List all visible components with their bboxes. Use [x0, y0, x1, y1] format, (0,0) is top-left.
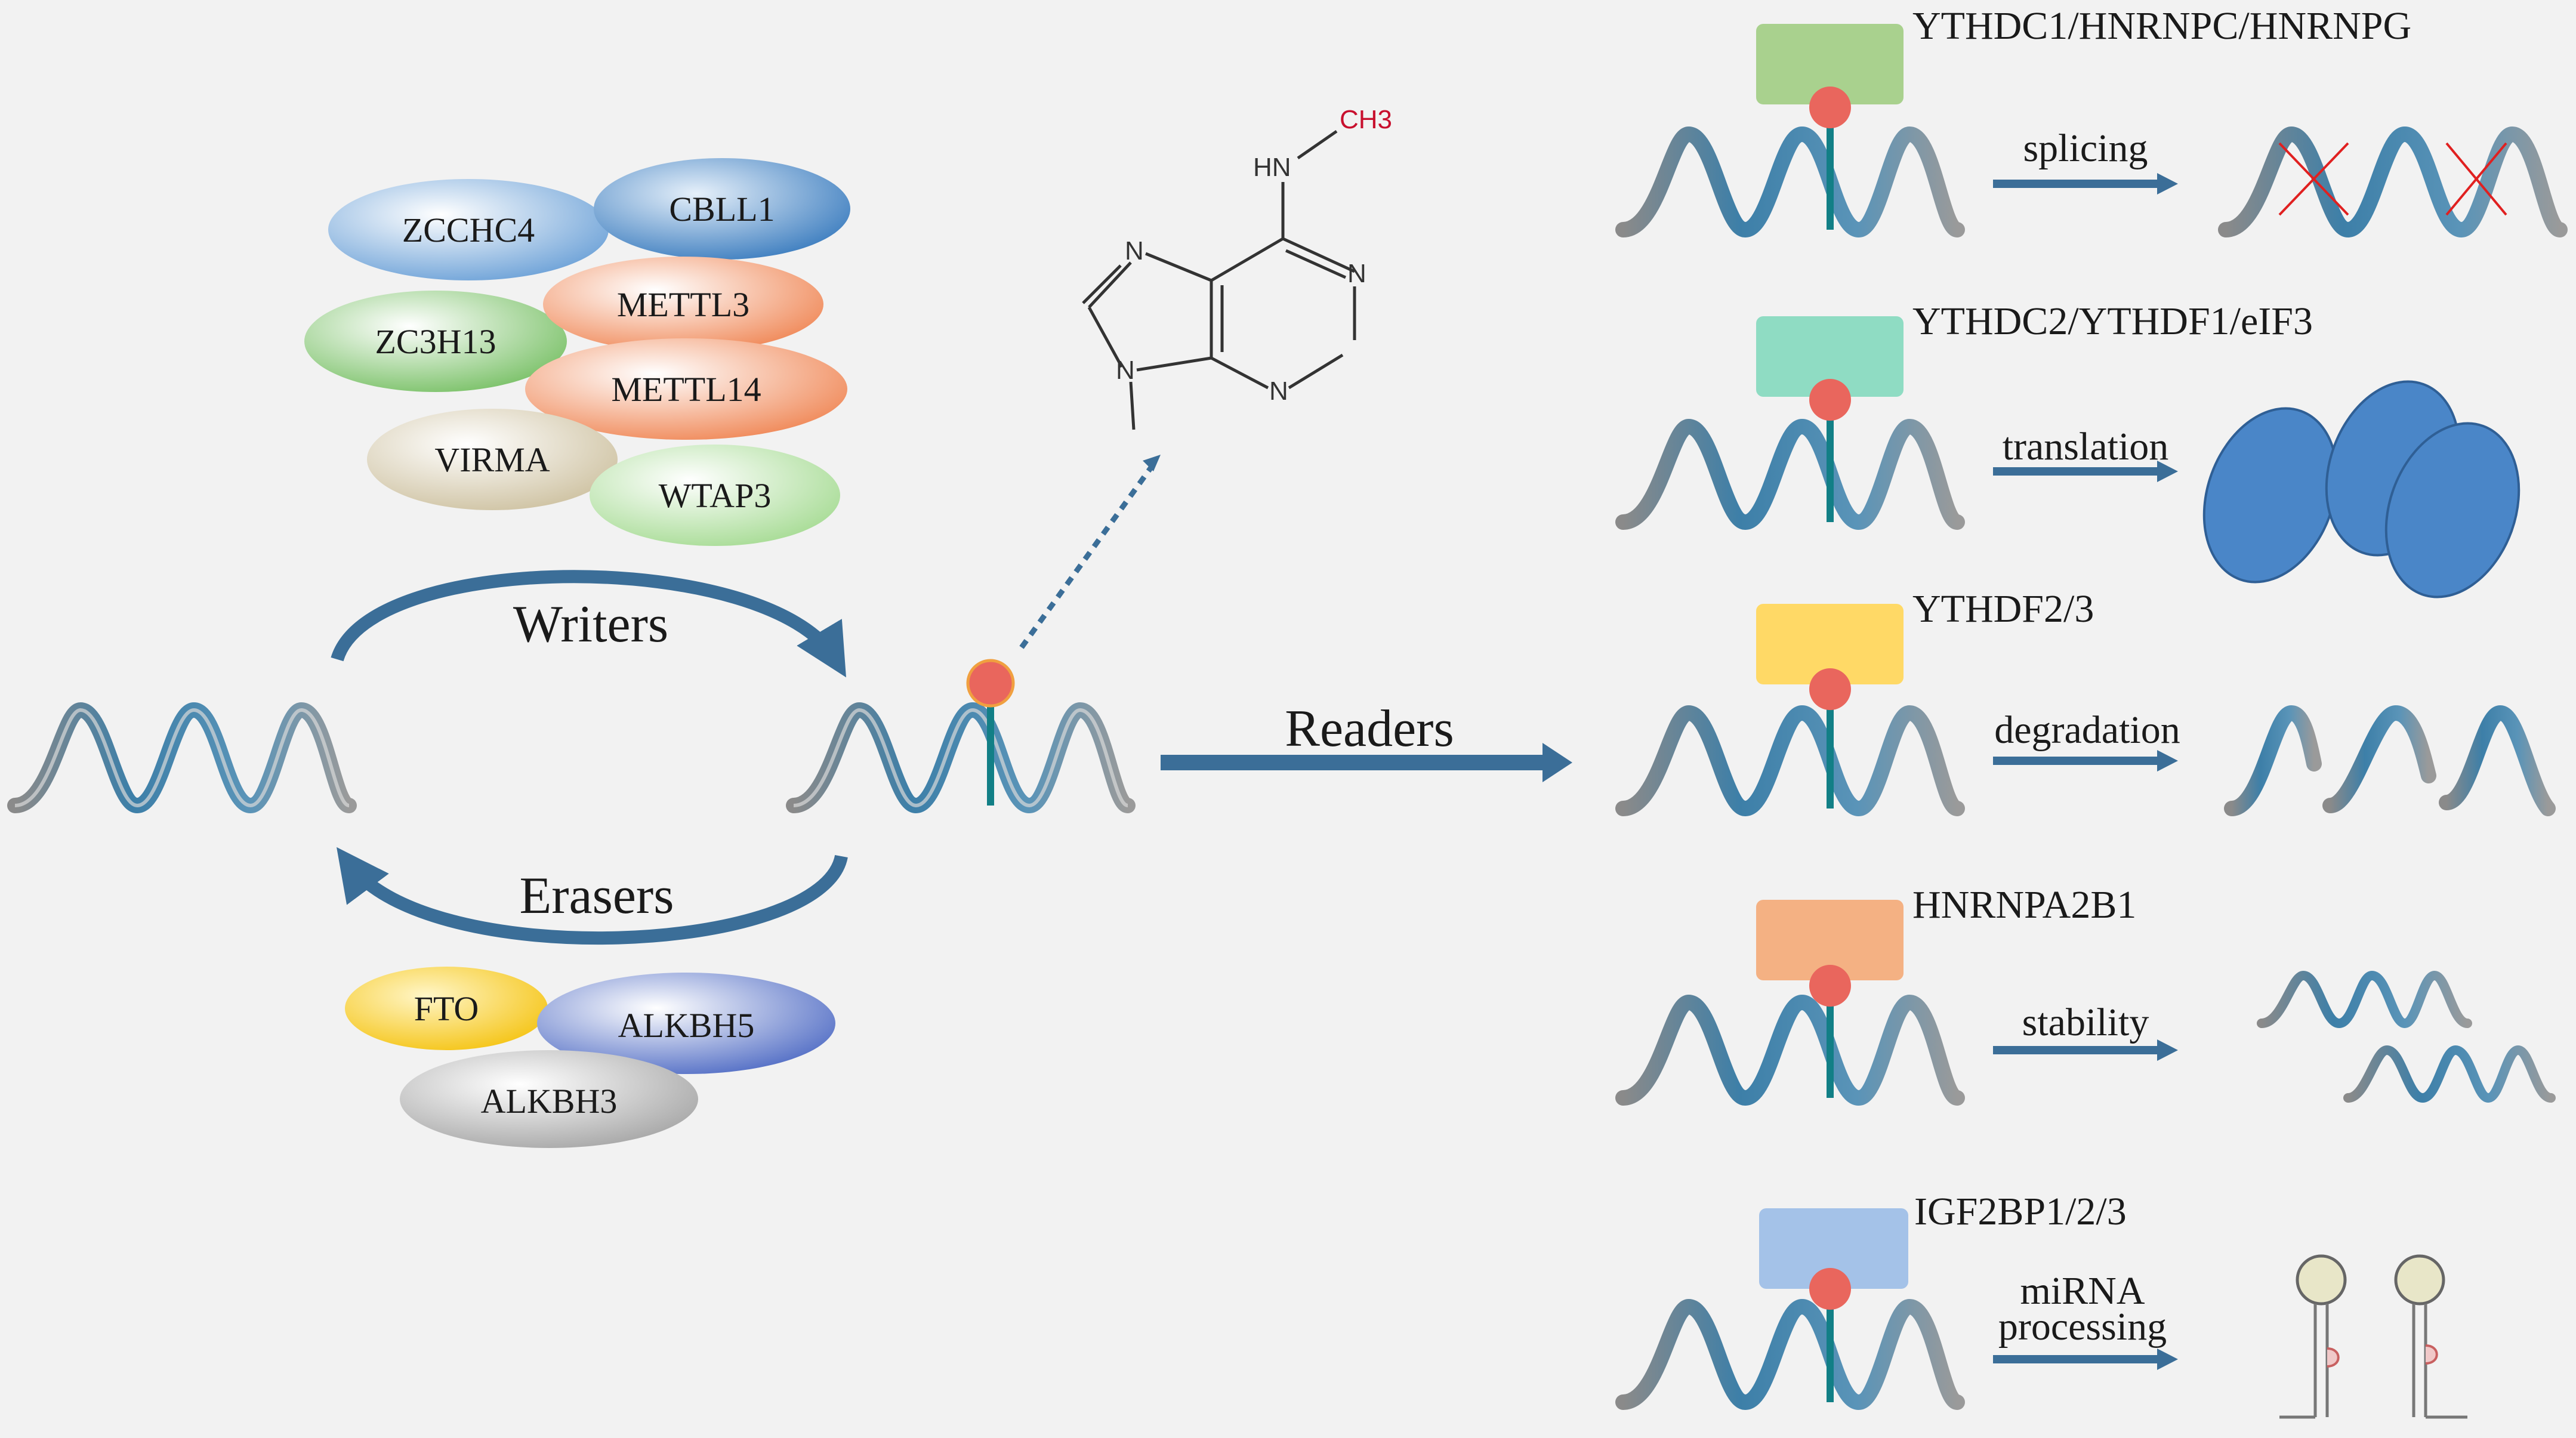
function-stability: stability	[2022, 1001, 2149, 1044]
writer-zcchc4-oval	[328, 179, 609, 280]
reader-name-hnrnpa2b1: HNRNPA2B1	[1912, 883, 2136, 927]
erasers-label: Erasers	[520, 867, 674, 925]
writer-wtap3-label: WTAP3	[659, 476, 772, 515]
reader-box-hnrnpa2b1	[1756, 900, 1904, 980]
hairpin-2	[2394, 1254, 2467, 1419]
reader-row-translation: YTHDC2/YTHDF1/eIF3 translation	[1615, 300, 2521, 598]
ribosomes	[2202, 380, 2521, 598]
hairpin-1	[2279, 1254, 2347, 1419]
writer-zcchc4-label: ZCCHC4	[402, 211, 535, 249]
atom-n7: N	[1125, 236, 1144, 266]
writer-mettl3-label: METTL3	[617, 285, 749, 324]
reader-row-degradation: YTHDF2/3 degradation	[1615, 587, 2556, 817]
eraser-fto-label: FTO	[414, 989, 479, 1028]
erasers-arrow	[336, 847, 848, 945]
writers-label: Writers	[513, 595, 668, 653]
m6a-site-dot	[966, 659, 1015, 708]
reader-box-igf2bp	[1759, 1208, 1908, 1289]
m6a-dot	[1809, 87, 1851, 128]
m6a-dot	[1809, 668, 1851, 710]
eraser-alkbh5-label: ALKBH5	[618, 1006, 755, 1045]
function-degradation: degradation	[1994, 708, 2180, 752]
atom-n3: N	[1269, 377, 1288, 406]
reader-box-ythdf2	[1756, 604, 1904, 684]
function-mirna-line2: processing	[1998, 1305, 2167, 1348]
erasers-cluster: FTO ALKBH5 ALKBH3	[345, 967, 835, 1148]
writer-mettl14-label: METTL14	[611, 370, 761, 409]
writer-wtap3-oval	[590, 445, 840, 546]
reader-box-ythdc2	[1756, 316, 1904, 397]
reader-name-ythdf2: YTHDF2/3	[1912, 587, 2094, 631]
rna-methylated	[786, 659, 1136, 814]
structure-pointer-arrow	[1019, 461, 1157, 649]
rna-unmodified	[7, 702, 357, 814]
writer-cbll1-oval	[594, 158, 850, 260]
writer-virma-label: VIRMA	[434, 440, 550, 479]
atom-ch3: CH3	[1340, 105, 1392, 134]
writers-cluster: ZCCHC4 CBLL1 ZC3H13 METTL3 METTL14 VIRMA…	[304, 158, 850, 546]
writer-mettl14-oval	[525, 338, 847, 440]
stable-rna	[2257, 970, 2556, 1103]
readers-label: Readers	[1285, 700, 1454, 758]
reader-name-ythdc2: YTHDC2/YTHDF1/eIF3	[1912, 300, 2313, 343]
reader-name-ythdc1: YTHDC1/HNRNPC/HNRNPG	[1912, 4, 2411, 48]
function-translation: translation	[2003, 425, 2169, 468]
eraser-alkbh3-label: ALKBH3	[481, 1082, 618, 1121]
pre-mirna-hairpins	[2279, 1254, 2467, 1419]
m6a-dot	[1809, 965, 1851, 1007]
function-splicing: splicing	[2023, 126, 2148, 170]
m6a-dot	[1809, 379, 1851, 421]
spliced-rna	[2218, 126, 2568, 238]
atom-hn: HN	[1253, 153, 1291, 182]
writer-zc3h13-oval	[304, 291, 567, 392]
writers-arrow	[331, 570, 847, 678]
reader-row-mirna: IGF2BP1/2/3 miRNA processing	[1615, 1190, 2467, 1419]
eraser-alkbh3-oval	[400, 1050, 698, 1148]
m6a-molecule	[1082, 129, 1356, 430]
eraser-alkbh5-oval	[537, 973, 835, 1074]
writer-cbll1-label: CBLL1	[669, 190, 775, 229]
degraded-rna	[2224, 705, 2556, 816]
eraser-fto-oval	[345, 967, 548, 1050]
atom-n9: N	[1116, 356, 1135, 385]
reader-name-igf2bp: IGF2BP1/2/3	[1914, 1190, 2127, 1233]
function-mirna-line1: miRNA	[2020, 1269, 2145, 1313]
writer-mettl3-oval	[543, 257, 823, 352]
m6a-dot	[1809, 1268, 1851, 1310]
reader-box-ythdc1	[1756, 24, 1904, 104]
atom-n1: N	[1347, 259, 1366, 288]
writer-zc3h13-label: ZC3H13	[375, 322, 496, 361]
reader-row-stability: HNRNPA2B1 stability	[1615, 883, 2556, 1106]
reader-row-splicing: YTHDC1/HNRNPC/HNRNPG splicing	[1615, 4, 2568, 238]
writer-virma-oval	[367, 409, 618, 510]
